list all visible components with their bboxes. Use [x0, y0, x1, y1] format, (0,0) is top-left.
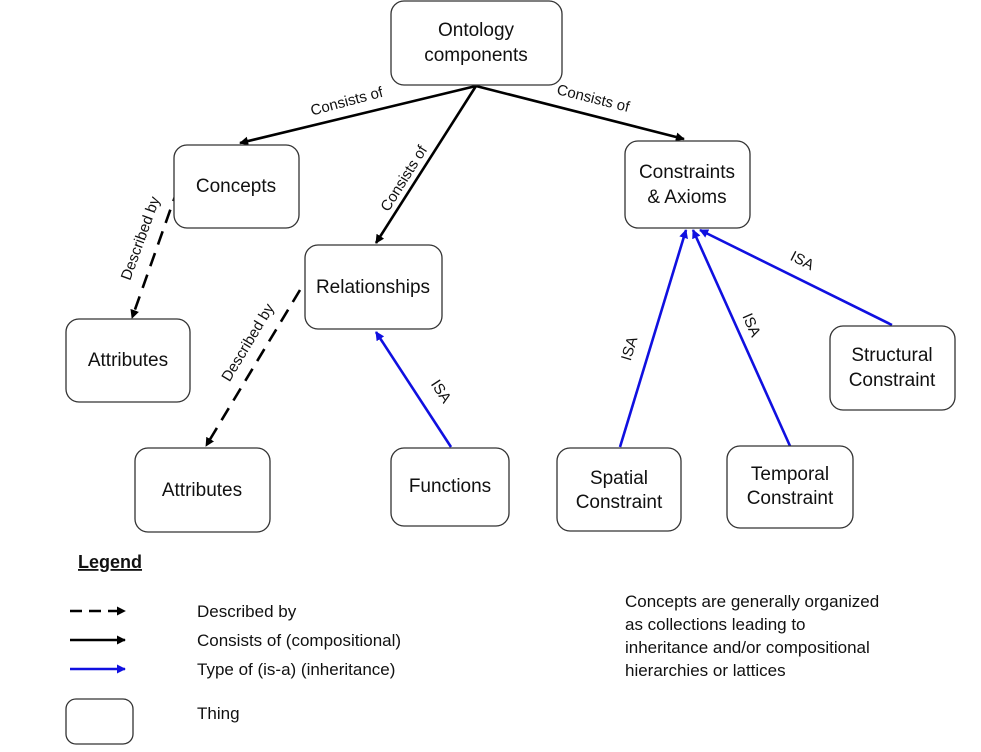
node-attributes-bottom[interactable]: Attributes — [134, 447, 271, 533]
node-label-line1: Ontology — [438, 20, 515, 41]
node-label-line1: Spatial — [590, 468, 648, 489]
node-label-line2: components — [424, 45, 528, 66]
node-concepts[interactable]: Concepts — [173, 144, 300, 229]
edge-isa-structural — [699, 228, 893, 327]
node-label: Concepts — [196, 176, 276, 197]
label-isa-spatial: ISA — [618, 335, 641, 363]
edge-isa-temporal — [691, 229, 792, 447]
node-label-line2: Constraint — [576, 492, 663, 513]
node-constraints-axioms[interactable]: Constraints & Axioms — [624, 140, 751, 229]
legend-described-label: Described by — [197, 602, 297, 621]
node-label: Attributes — [162, 480, 242, 501]
node-label-line2: Constraint — [849, 370, 936, 391]
node-label: Attributes — [88, 350, 168, 371]
edge-isa-functions — [374, 331, 453, 448]
edge-labels: Consists of Consists of Consists of Desc… — [118, 81, 817, 406]
node-temporal-constraint[interactable]: Temporal Constraint — [726, 445, 854, 529]
edge-consists-relationships — [374, 85, 478, 244]
node-spatial-constraint[interactable]: Spatial Constraint — [556, 447, 682, 532]
node-relationships[interactable]: Relationships — [304, 244, 443, 330]
label-isa-temporal: ISA — [738, 311, 763, 340]
note: Concepts are generally organized as coll… — [625, 592, 879, 680]
node-label: Relationships — [316, 277, 430, 298]
legend-typeof-label: Type of (is-a) (inheritance) — [197, 660, 395, 679]
node-structural-constraint[interactable]: Structural Constraint — [829, 325, 956, 411]
note-line-1: Concepts are generally organized — [625, 592, 879, 611]
note-line-4: hierarchies or lattices — [625, 661, 786, 680]
label-consists-constraints: Consists of — [555, 81, 632, 116]
edge-consists-constraints — [475, 84, 685, 142]
node-label-line1: Temporal — [751, 464, 829, 485]
label-described-relationships: Described by — [218, 300, 278, 384]
label-described-concepts: Described by — [118, 194, 164, 283]
node-label-line1: Constraints — [639, 162, 735, 183]
legend-thing-box — [65, 698, 134, 745]
label-consists-concepts: Consists of — [309, 84, 386, 120]
note-line-3: inheritance and/or compositional — [625, 638, 870, 657]
node-attributes-left[interactable]: Attributes — [65, 318, 191, 403]
edges — [130, 84, 893, 448]
edge-consists-concepts — [239, 84, 477, 146]
edge-described-relationships — [204, 289, 302, 447]
legend-consists-label: Consists of (compositional) — [197, 631, 401, 650]
label-isa-functions: ISA — [427, 377, 454, 407]
node-ontology-components[interactable]: Ontology components — [390, 0, 563, 86]
node-label-line2: Constraint — [747, 488, 834, 509]
note-line-2: as collections leading to — [625, 615, 806, 634]
node-label-line2: & Axioms — [647, 187, 726, 208]
node-label: Functions — [409, 476, 491, 497]
node-functions[interactable]: Functions — [390, 447, 510, 527]
legend: Legend Described by Consists of (composi… — [65, 552, 401, 745]
label-consists-relationships: Consists of — [377, 142, 431, 215]
node-label-line1: Structural — [851, 345, 932, 366]
label-isa-structural: ISA — [787, 248, 816, 274]
legend-thing-label: Thing — [197, 704, 240, 723]
edge-isa-spatial — [618, 229, 688, 448]
legend-title: Legend — [78, 552, 142, 572]
